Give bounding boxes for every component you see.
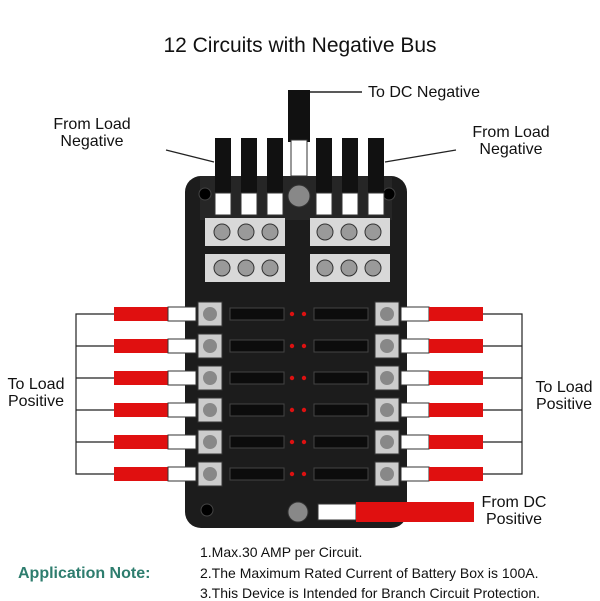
label-to-load-positive-right: To Load Positive	[535, 379, 593, 413]
application-note-line-1: 1.Max.30 AMP per Circuit.	[200, 544, 363, 560]
application-note-heading: Application Note:	[18, 565, 151, 582]
mount-hole-top-right	[382, 187, 396, 201]
load-negative-wires-left	[214, 138, 284, 216]
dc-negative-stud	[287, 184, 311, 208]
dc-negative-wire	[288, 90, 310, 142]
label-to-dc-negative: To DC Negative	[368, 84, 481, 101]
dc-positive-lug	[317, 503, 357, 521]
mount-hole-bottom-left	[200, 503, 214, 517]
fuse-row-2	[197, 333, 400, 359]
load-positive-wires-left	[75, 306, 197, 482]
label-to-load-positive-left: To Load Positive	[7, 376, 65, 410]
fuse-row-4	[197, 397, 400, 423]
application-note-line-3: 3.This Device is Intended for Branch Cir…	[200, 585, 541, 601]
load-positive-wires-right	[400, 306, 523, 482]
fuse-rows	[197, 301, 400, 487]
fuse-row-5	[197, 429, 400, 455]
fuse-row-3	[197, 365, 400, 391]
label-from-load-negative-right: From Load Negative	[472, 124, 550, 158]
load-negative-wires-right	[315, 138, 385, 216]
application-note-line-2: 2.The Maximum Rated Current of Battery B…	[200, 565, 539, 581]
diagram-title: 12 Circuits with Negative Bus	[163, 34, 437, 57]
negative-bus-screws	[205, 218, 390, 282]
dc-negative-lug	[290, 139, 308, 177]
fuse-row-6	[197, 461, 400, 487]
label-from-dc-positive: From DC Positive	[481, 494, 547, 528]
mount-hole-top-left	[198, 187, 212, 201]
dc-positive-stud	[287, 501, 309, 523]
dc-positive-wire	[356, 502, 474, 522]
fuse-row-1	[197, 301, 400, 327]
label-from-load-negative-left: From Load Negative	[53, 116, 131, 150]
